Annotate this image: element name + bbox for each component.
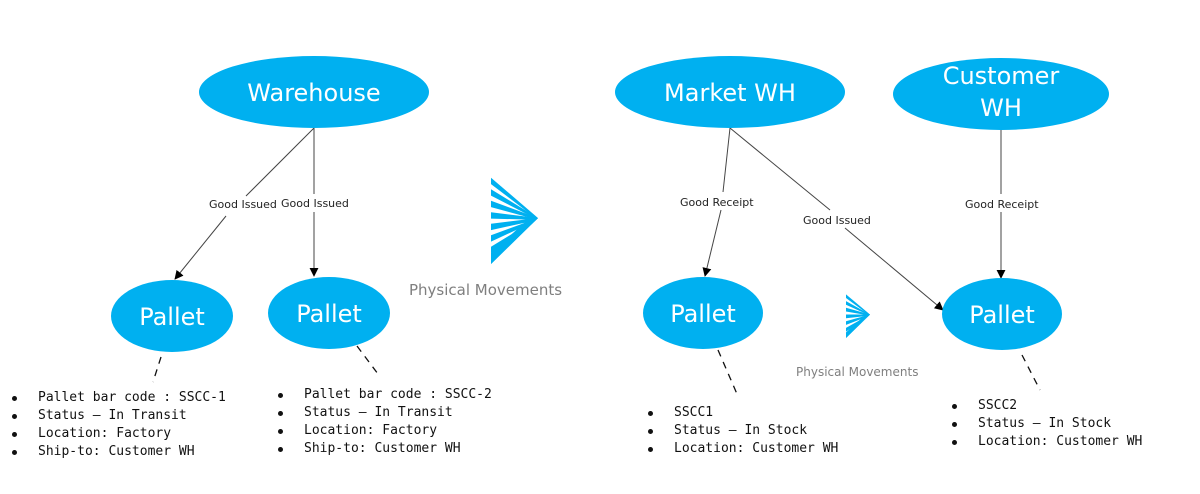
bullet-icon xyxy=(278,429,283,434)
edge-label-good-issued-market: Good Issued xyxy=(803,214,871,227)
detail-text: SSCC2 xyxy=(978,398,1018,413)
detail-text: Ship-to: Customer WH xyxy=(38,444,195,459)
detail-item: Location: Customer WH xyxy=(946,433,1142,451)
bullet-icon xyxy=(952,404,957,409)
detail-text: Location: Factory xyxy=(304,423,438,438)
detail-text: Location: Customer WH xyxy=(674,441,839,456)
bullet-icon xyxy=(278,447,283,452)
pallet-left-1-details: Pallet bar code : SSCC-1 Status – In Tra… xyxy=(6,389,226,461)
detail-text: Status – In Stock xyxy=(674,423,808,438)
edge-market-wh-to-pallet-2 xyxy=(729,127,944,311)
detail-item: Status – In Transit xyxy=(6,407,226,425)
chevron-stripe xyxy=(846,307,870,316)
node-pallet-right-2: Pallet xyxy=(942,278,1062,350)
node-customer-wh-label-line1: Customer xyxy=(943,62,1060,90)
dashed-connector-left-2 xyxy=(356,345,379,375)
bullet-icon xyxy=(12,432,17,437)
chevron-stripe xyxy=(491,177,538,220)
detail-item: Pallet bar code : SSCC-1 xyxy=(6,389,226,407)
pallet-right-1-details: SSCC1 Status – In Stock Location: Custom… xyxy=(642,404,838,458)
chevron-stripe xyxy=(846,314,870,332)
detail-text: Location: Factory xyxy=(38,426,172,441)
chevron-right-striped-icon-large xyxy=(491,177,538,264)
detail-item: Pallet bar code : SSCC-2 xyxy=(272,386,492,404)
bullet-icon xyxy=(648,447,653,452)
edge-warehouse-to-pallet-1 xyxy=(174,127,315,280)
node-customer-wh-label-line2: WH xyxy=(980,94,1022,122)
bullet-icon xyxy=(648,429,653,434)
node-pallet-left-1: Pallet xyxy=(111,280,233,352)
edge-label-good-receipt-market: Good Receipt xyxy=(680,196,754,209)
detail-item: Ship-to: Customer WH xyxy=(6,443,226,461)
node-market-wh-label: Market WH xyxy=(664,79,796,107)
node-pallet-left-2-label: Pallet xyxy=(296,300,362,328)
chevron-stripe xyxy=(846,294,870,316)
detail-item: SSCC1 xyxy=(642,404,838,422)
detail-text: SSCC1 xyxy=(674,405,714,420)
pallet-right-2-details: SSCC2 Status – In Stock Location: Custom… xyxy=(946,397,1142,451)
detail-item: Location: Factory xyxy=(272,422,492,440)
node-pallet-left-1-label: Pallet xyxy=(139,303,205,331)
node-pallet-left-2: Pallet xyxy=(268,277,390,349)
bullet-icon xyxy=(278,393,283,398)
chevron-stripe xyxy=(846,301,870,316)
edge-label-good-issued-2: Good Issued xyxy=(281,197,349,210)
bullet-icon xyxy=(12,414,17,419)
detail-text: Pallet bar code : SSCC-2 xyxy=(304,387,492,402)
bullet-icon xyxy=(952,422,957,427)
dashed-connector-right-1 xyxy=(717,349,738,395)
chevron-stripe xyxy=(846,314,870,319)
chevron-stripe xyxy=(491,212,538,220)
edge-label-good-issued-1: Good Issued xyxy=(209,198,277,211)
node-pallet-right-1: Pallet xyxy=(643,277,763,349)
bullet-icon xyxy=(12,450,17,455)
edge-label-good-receipt-customer: Good Receipt xyxy=(965,198,1039,211)
detail-text: Status – In Transit xyxy=(304,405,453,420)
detail-item: Status – In Stock xyxy=(642,422,838,440)
physical-movements-label-main: Physical Movements xyxy=(409,281,562,299)
dashed-connector-left-1 xyxy=(152,356,162,383)
bullet-icon xyxy=(12,396,17,401)
detail-text: Status – In Stock xyxy=(978,416,1112,431)
bullet-icon xyxy=(952,440,957,445)
detail-item: Location: Customer WH xyxy=(642,440,838,458)
bullet-icon xyxy=(278,411,283,416)
chevron-stripe xyxy=(491,218,538,254)
node-customer-wh: Customer WH xyxy=(893,58,1109,130)
physical-movements-label-small: Physical Movements xyxy=(796,365,918,379)
node-warehouse-label: Warehouse xyxy=(247,79,380,107)
node-pallet-right-2-label: Pallet xyxy=(969,301,1035,329)
node-market-wh: Market WH xyxy=(615,56,845,128)
detail-text: Pallet bar code : SSCC-1 xyxy=(38,390,226,405)
edge-market-wh-to-pallet-1 xyxy=(702,127,731,277)
chevron-stripe xyxy=(491,218,538,242)
detail-text: Status – In Transit xyxy=(38,408,187,423)
detail-text: Location: Customer WH xyxy=(978,434,1143,449)
node-warehouse: Warehouse xyxy=(199,56,429,128)
detail-item: Status – In Transit xyxy=(272,404,492,422)
detail-item: SSCC2 xyxy=(946,397,1142,415)
detail-text: Ship-to: Customer WH xyxy=(304,441,461,456)
detail-item: Status – In Stock xyxy=(946,415,1142,433)
chevron-stripe xyxy=(491,189,538,220)
detail-item: Location: Factory xyxy=(6,425,226,443)
detail-item: Ship-to: Customer WH xyxy=(272,440,492,458)
node-pallet-right-1-label: Pallet xyxy=(670,300,736,328)
chevron-stripe xyxy=(491,200,538,220)
chevron-stripe xyxy=(491,218,538,231)
chevron-stripe xyxy=(846,314,870,325)
dashed-connector-right-2 xyxy=(1021,354,1041,391)
pallet-left-2-details: Pallet bar code : SSCC-2 Status – In Tra… xyxy=(272,386,492,458)
chevron-right-striped-icon-small xyxy=(846,294,870,338)
bullet-icon xyxy=(648,411,653,416)
